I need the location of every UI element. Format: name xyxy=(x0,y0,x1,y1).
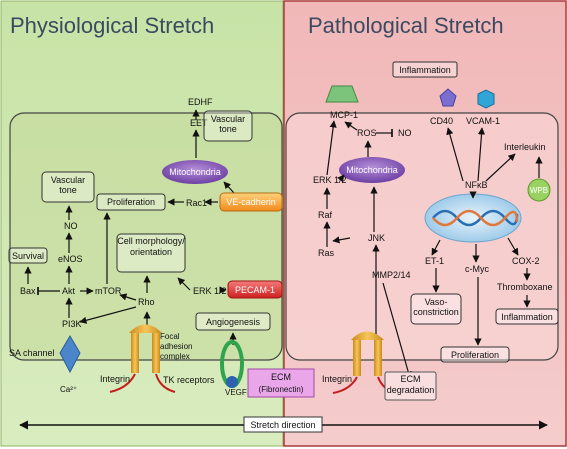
ros-label: ROS xyxy=(357,128,377,138)
vcam1-icon xyxy=(477,89,495,109)
ecm-label: ECM xyxy=(271,372,291,382)
focal-adhesion-label: Focal adhesion complex xyxy=(160,332,193,361)
mitochondria-left xyxy=(162,160,228,184)
ca-label: Ca²⁺ xyxy=(60,385,77,394)
vegf-label: VEGF xyxy=(225,388,247,397)
vascular-tone-label: Vascular tone xyxy=(50,175,86,195)
mitochondria-right xyxy=(339,157,405,183)
pathological-title: Pathological Stretch xyxy=(308,13,504,38)
ecm-degradation-label: ECM degradation xyxy=(386,374,435,395)
proliferation-left-label: Proliferation xyxy=(107,197,155,207)
mitochondria-left-label: Mitochondria xyxy=(169,167,221,177)
rho-label: Rho xyxy=(138,297,155,307)
mcp1-icon xyxy=(325,85,359,103)
vascular-tone-top-box xyxy=(203,110,253,142)
ecm-box xyxy=(247,368,315,398)
integrin-right-label: Integrin xyxy=(322,374,352,384)
ve-cadherin-label: VE-cadherin xyxy=(226,197,276,207)
proliferation-right-label: Proliferation xyxy=(451,350,499,360)
proliferation-left-box xyxy=(96,193,166,211)
raf-label: Raf xyxy=(318,210,333,220)
thromboxane-label: Thromboxane xyxy=(497,282,553,292)
enos-label: eNOS xyxy=(58,254,83,264)
ras-label: Ras xyxy=(318,248,335,258)
vascular-tone-top-label: Vascular tone xyxy=(210,114,246,134)
et1-label: ET-1 xyxy=(425,256,444,266)
cd40-label: CD40 xyxy=(430,116,453,126)
akt-label: Akt xyxy=(62,286,76,296)
cd40-icon xyxy=(439,88,457,107)
stretch-direction-label: Stretch direction xyxy=(250,420,315,430)
vascular-tone-box xyxy=(41,171,95,203)
ecm-degradation-box xyxy=(384,371,437,401)
mmp-label: MMP2/14 xyxy=(372,270,411,280)
mcp1-label: MCP-1 xyxy=(330,110,358,120)
no-right-label: NO xyxy=(398,128,412,138)
angiogenesis-box xyxy=(195,312,271,331)
no-label-left: NO xyxy=(64,221,78,231)
erk-left-label: ERK 1/2 xyxy=(193,286,227,296)
jnk-label: JNK xyxy=(368,233,385,243)
cox2-label: COX-2 xyxy=(512,256,540,266)
interleukin-label: Interleukin xyxy=(504,142,546,152)
bax-label: Bax xyxy=(20,286,36,296)
sa-channel-icon xyxy=(59,335,81,374)
integrin-left-icon xyxy=(109,324,176,393)
pi3k-label: PI3K xyxy=(62,319,82,329)
tk-receptor-icon xyxy=(220,340,244,388)
sa-channel-label: SA channel xyxy=(9,348,55,358)
vcam1-label: VCAM-1 xyxy=(466,116,500,126)
vasoconstriction-box xyxy=(410,293,462,325)
erk-right-label: ERK 1/2 xyxy=(313,175,347,185)
proliferation-right-box xyxy=(440,346,510,363)
cell-morphology-box xyxy=(116,233,186,273)
vasoconstriction-label: Vaso- constriction xyxy=(413,297,459,317)
cmyc-label: c-Myc xyxy=(465,264,489,274)
edhf-label: EDHF xyxy=(188,97,213,107)
eet-label: EET xyxy=(190,118,208,128)
cell-morphology-label: Cell morphology/ orientation xyxy=(117,236,185,257)
pecam-badge xyxy=(227,280,283,299)
tk-receptors-label: TK receptors xyxy=(163,375,215,385)
mitochondria-right-label: Mitochondria xyxy=(346,165,398,175)
wpb-icon xyxy=(527,178,551,202)
stretch-direction-box xyxy=(243,416,323,433)
ve-cadherin-badge xyxy=(219,192,283,212)
wpb-label: WPB xyxy=(530,186,548,195)
survival-label: Survival xyxy=(12,251,44,261)
rac1-label: Rac1 xyxy=(186,198,207,208)
nfkb-label: NFκB xyxy=(465,180,488,190)
inflammation-top-label: Inflammation xyxy=(399,65,451,75)
inflammation-box xyxy=(495,308,559,325)
integrin-left-label: Integrin xyxy=(100,374,130,384)
pecam-label: PECAM-1 xyxy=(235,285,275,295)
survival-box xyxy=(8,247,48,264)
physiological-title: Physiological Stretch xyxy=(10,13,214,38)
angiogenesis-label: Angiogenesis xyxy=(206,317,261,327)
ecm-sub-label: (Fibronectin) xyxy=(259,385,304,394)
inflammation-top-box xyxy=(392,61,458,78)
mtor-label: mTOR xyxy=(95,286,122,296)
inflammation-label: Inflammation xyxy=(501,312,553,322)
